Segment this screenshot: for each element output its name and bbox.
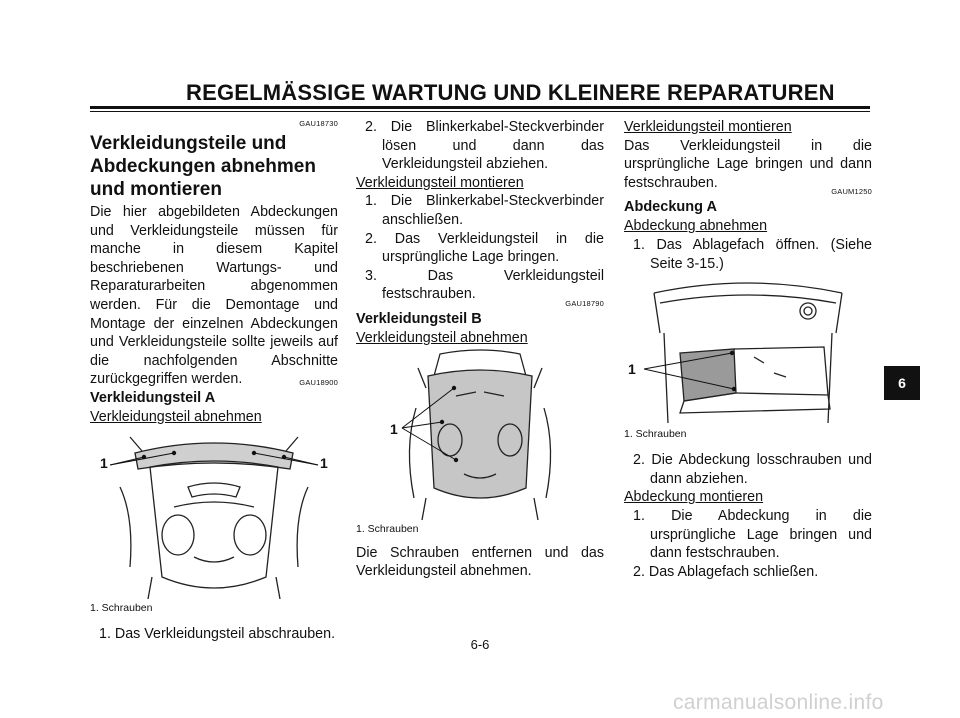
- column-3: Verkleidungsteil montieren Das Verkleidu…: [624, 118, 872, 581]
- step-item: 3. Das Verkleidungsteil festschrauben.: [365, 267, 604, 303]
- step-item: 1. Die Blinkerkabel-Steckverbinder ansch…: [365, 193, 604, 228]
- procedure-title: Verkleidungsteil montieren: [624, 119, 792, 135]
- step-item: 1. Die Abdeckung in die ursprüngliche La…: [633, 507, 872, 562]
- section-heading: Verkleidungsteile und Abdeckungen abnehm…: [90, 133, 316, 200]
- step-item: 2. Die Abdeckung losschrauben und dann a…: [633, 452, 872, 487]
- storage-compartment-illustration: [643, 282, 843, 424]
- callout-label: 1: [628, 361, 636, 378]
- step-item: 1. Das Verkleidungsteil abschrauben.: [99, 625, 336, 642]
- callout-label: 1: [320, 454, 328, 471]
- body-paragraph: Die Schrauben entfernen und das Verkleid…: [356, 544, 604, 580]
- column-2: 2. Die Blinkerkabel-Steckverbinder lösen…: [356, 118, 604, 581]
- step-item: 2. Das Verkleidungsteil in die ursprüngl…: [365, 230, 604, 266]
- step-item: 2. Die Blinkerkabel-Steckverbinder lösen…: [365, 119, 604, 173]
- procedure-title: Abdeckung montieren: [624, 489, 764, 506]
- figure-caption: 1. Schrauben: [90, 601, 153, 614]
- step-item: 2. Das Ablagefach schließen.: [633, 563, 819, 580]
- subsection-heading: Abdeckung A: [624, 199, 717, 216]
- chapter-tab: 6: [884, 366, 920, 400]
- scooter-front-illustration: [109, 436, 319, 599]
- reference-code: GAU18900: [299, 377, 338, 387]
- figure-caption: 1. Schrauben: [624, 428, 687, 441]
- procedure-title: Verkleidungsteil abnehmen: [356, 329, 528, 346]
- reference-code: GAU18730: [299, 119, 338, 128]
- subsection-heading: Verkleidungsteil A: [90, 389, 216, 406]
- scooter-front-illustration: [401, 348, 552, 520]
- figure-cowling-b: 1: [356, 348, 604, 520]
- header-rule-thick: [90, 106, 870, 109]
- header-rule-thin: [90, 111, 870, 112]
- page-number: 6-6: [470, 637, 490, 652]
- intro-paragraph: Die hier abgebildeten Abdeckungen und Ve…: [90, 204, 338, 388]
- procedure-title: Verkleidungsteil abnehmen: [90, 408, 262, 425]
- column-1: GAU18730 Verkleidungsteile und Abdeckung…: [90, 118, 338, 643]
- body-paragraph: Das Verkleidungsteil in die ursprünglich…: [624, 137, 872, 191]
- watermark: carmanualsonline.info: [673, 691, 884, 714]
- figure-caption: 1. Schrauben: [356, 522, 419, 535]
- reference-code: GAUM1250: [831, 187, 872, 197]
- callout-label: 1: [100, 454, 108, 471]
- figure-cover-a: 1: [624, 273, 872, 425]
- reference-code: GAU18790: [565, 298, 604, 308]
- procedure-title: Verkleidungsteil montieren: [356, 174, 524, 191]
- subsection-heading: Verkleidungsteil B: [356, 310, 482, 327]
- procedure-title: Abdeckung abnehmen: [624, 218, 768, 235]
- page-header-title: REGELMÄSSIGE WARTUNG UND KLEINERE REPARA…: [186, 80, 835, 105]
- callout-label: 1: [390, 420, 398, 437]
- step-item: 1. Das Ablagefach öffnen. (Siehe Seite 3…: [633, 236, 872, 272]
- figure-cowling-a: 1 1: [90, 427, 338, 599]
